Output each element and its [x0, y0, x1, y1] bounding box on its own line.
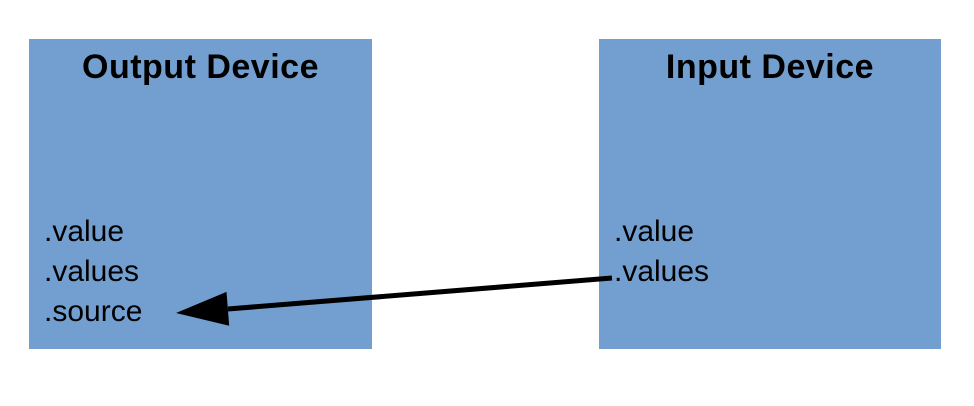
- output-member-source: .source: [44, 295, 143, 328]
- output-member-values: .values: [44, 255, 140, 288]
- input-device-box: Input Device .value .values: [599, 39, 941, 349]
- output-device-members: .value .values .source: [44, 212, 142, 332]
- input-device-members: .value .values: [614, 212, 709, 292]
- input-device-title: Input Device: [665, 48, 875, 86]
- output-device-box: Output Device .value .values .source: [29, 39, 372, 349]
- output-member-value: .value: [44, 215, 125, 248]
- input-member-values: .values: [614, 255, 710, 288]
- output-device-title: Output Device: [82, 48, 319, 86]
- input-member-value: .value: [614, 215, 695, 248]
